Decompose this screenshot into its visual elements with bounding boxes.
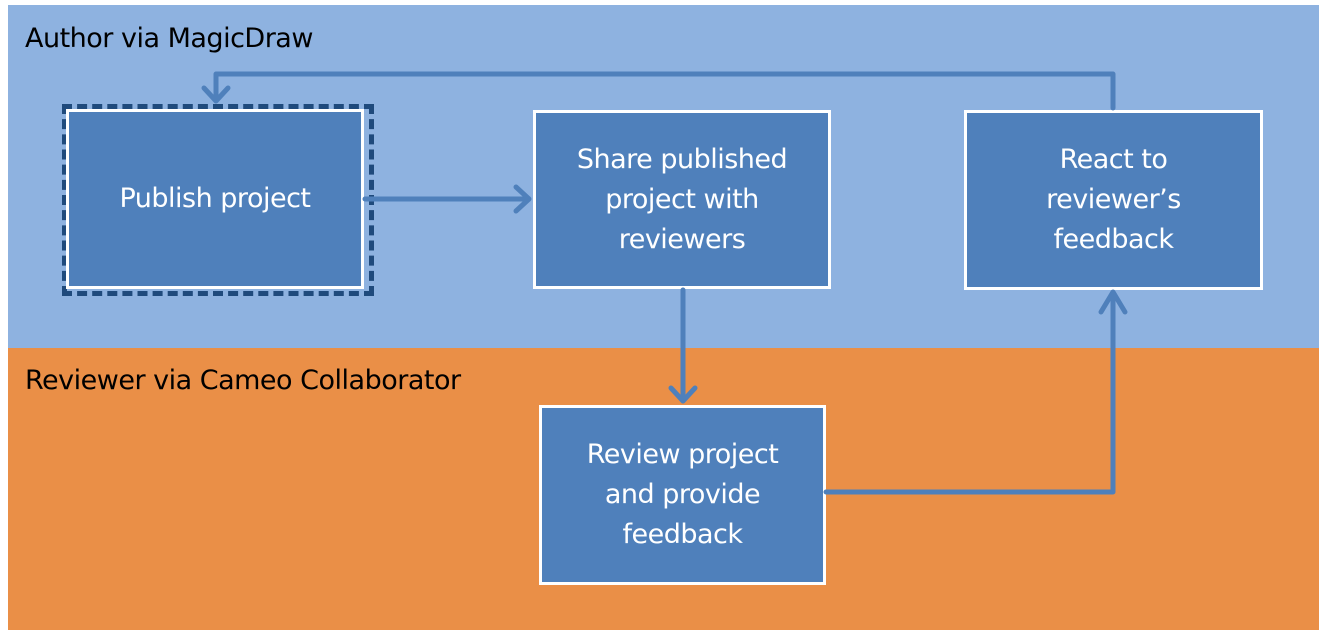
step-review-project[interactable]: Review project and provide feedback (539, 405, 826, 585)
step-label: Publish project (119, 183, 311, 214)
lane-label-reviewer: Reviewer via Cameo Collaborator (25, 365, 461, 396)
step-share-project[interactable]: Share published project with reviewers (533, 110, 831, 289)
step-react-feedback[interactable]: React to reviewer’s feedback (964, 110, 1263, 290)
step-label: Share published project with reviewers (576, 143, 788, 255)
step-label: Review project and provide feedback (586, 439, 779, 550)
lane-label-author: Author via MagicDraw (25, 23, 313, 54)
step-label: React to reviewer’s feedback (1046, 144, 1181, 255)
step-publish-project[interactable]: Publish project (66, 109, 364, 289)
